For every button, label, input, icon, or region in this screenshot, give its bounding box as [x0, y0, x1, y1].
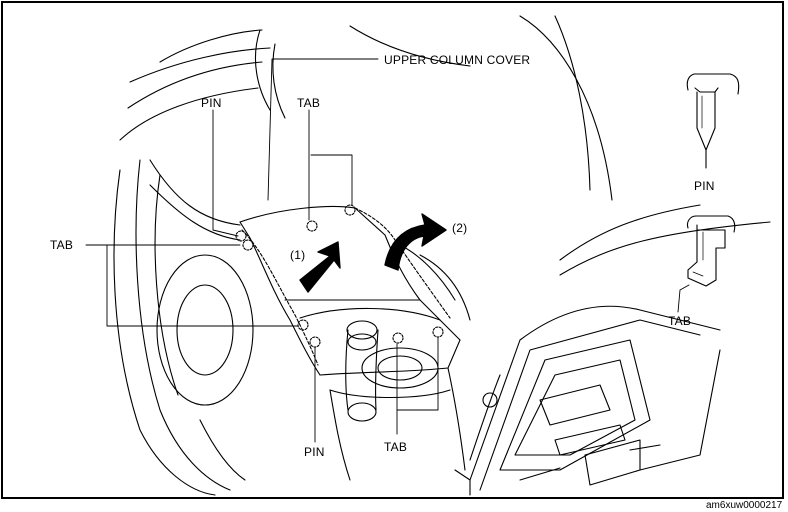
pin-detail	[686, 73, 740, 169]
tab-label-left: TAB	[50, 238, 74, 252]
tab-detail-label: TAB	[668, 314, 692, 328]
step2-label: (2)	[452, 221, 468, 235]
tab-label-top: TAB	[297, 96, 321, 110]
upper-column-cover-label: UPPER COLUMN COVER	[384, 53, 531, 67]
pin-label-top-left: PIN	[201, 96, 222, 110]
tab-label-bottom: TAB	[384, 440, 408, 454]
combination-switch	[345, 320, 439, 422]
step1-label: (1)	[290, 248, 306, 262]
pin-label-bottom: PIN	[304, 445, 325, 459]
steering-wheel	[113, 159, 254, 496]
direction-arrows	[299, 213, 447, 293]
center-console	[454, 305, 721, 496]
pin-detail-label: PIN	[694, 179, 715, 193]
column-covers	[239, 206, 471, 481]
figure-code: am6xuw0000217	[706, 500, 783, 511]
illustration-border	[1, 1, 784, 499]
leader-lines	[85, 58, 439, 443]
dashboard-outline	[119, 15, 771, 276]
tab-detail	[677, 215, 736, 313]
